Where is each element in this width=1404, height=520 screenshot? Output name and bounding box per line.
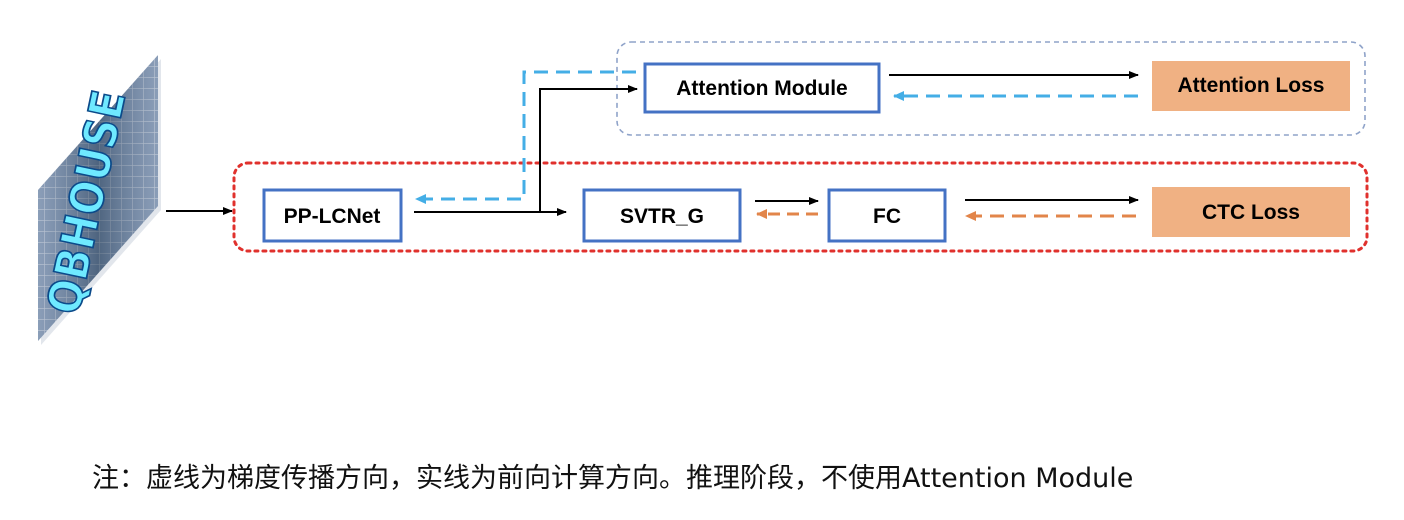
node-backbone-label: PP-LCNet <box>284 205 381 228</box>
forward-arrow-backbone-to-attention <box>539 85 638 212</box>
node-head: FC <box>827 188 947 243</box>
node-ctc-loss: CTC Loss <box>1152 187 1350 237</box>
node-attention-loss: Attention Loss <box>1152 61 1350 111</box>
node-attention-loss-label: Attention Loss <box>1178 74 1325 97</box>
gradient-arrow-attention-to-backbone <box>415 70 636 204</box>
ctc-branch-border <box>232 161 1369 253</box>
caption: 注：虚线为梯度传播方向，实线为前向计算方向。推理阶段，不使用Attention … <box>92 463 1134 494</box>
node-neck-label: SVTR_G <box>620 205 704 228</box>
node-neck: SVTR_G <box>582 188 742 243</box>
node-backbone: PP-LCNet <box>262 188 403 243</box>
node-head-label: FC <box>873 205 901 228</box>
node-ctc-loss-label: CTC Loss <box>1202 201 1300 224</box>
node-attention-module: Attention Module <box>643 62 881 114</box>
node-attention-module-label: Attention Module <box>676 77 847 100</box>
input-image: QBHOUSE <box>37 55 161 345</box>
